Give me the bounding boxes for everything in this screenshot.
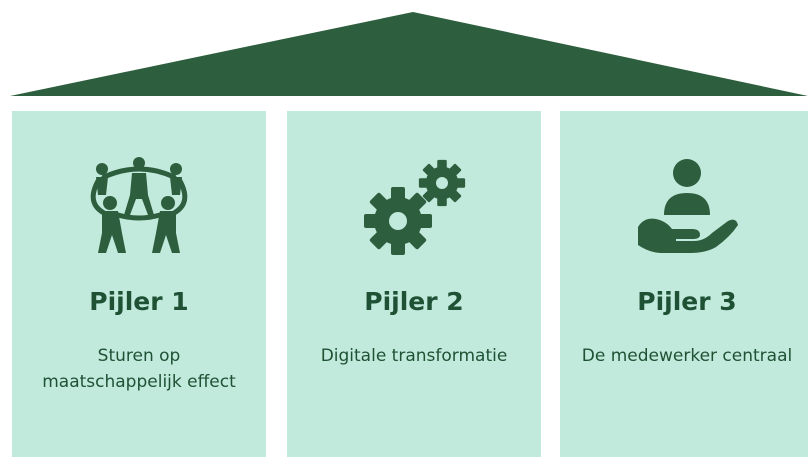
pillar-title: Pijler 1	[89, 287, 189, 316]
pillar-title: Pijler 3	[637, 287, 737, 316]
roof	[10, 12, 808, 96]
pillar-1: Pijler 1 Sturen op maatschappelijk effec…	[12, 111, 266, 457]
pillar-title: Pijler 2	[364, 287, 464, 316]
pillar-description: Sturen op maatschappelijk effect	[42, 346, 236, 392]
people-circle-icon	[90, 157, 188, 253]
pillar-3: Pijler 3 De medewerker centraal	[560, 111, 808, 457]
pillar-2: Pijler 2 Digitale transformatie	[287, 111, 541, 457]
pillar-description: Digitale transformatie	[320, 346, 508, 366]
person-on-hand-icon	[638, 159, 738, 253]
pillar-description: De medewerker centraal	[581, 346, 793, 366]
gears-icon	[364, 159, 466, 255]
